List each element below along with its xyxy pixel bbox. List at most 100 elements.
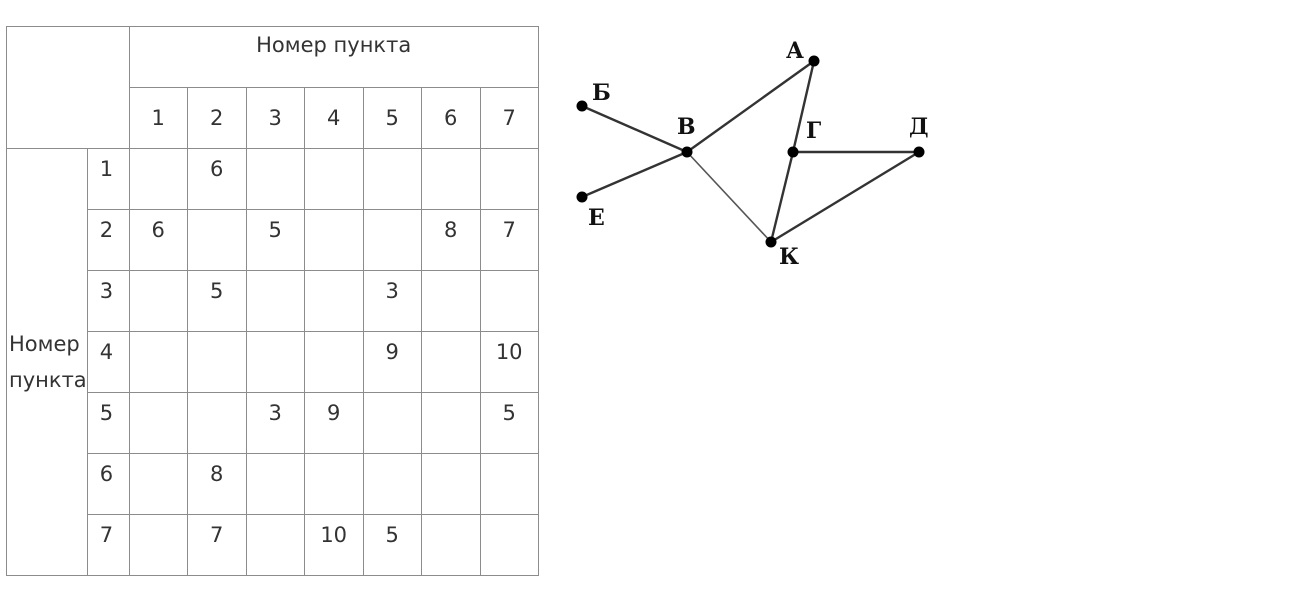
graph-edge	[581, 104, 688, 154]
distance-cell: 5	[479, 392, 539, 454]
distance-cell	[186, 392, 247, 454]
distance-cell	[186, 209, 247, 271]
distance-cell	[245, 331, 305, 393]
distance-cell	[420, 392, 481, 454]
graph-node	[808, 55, 820, 67]
distance-cell	[303, 270, 364, 332]
distance-cell	[479, 148, 539, 210]
graph-node	[913, 146, 925, 158]
distance-cell	[245, 148, 305, 210]
distance-cell: 10	[303, 514, 364, 576]
distance-cell: 6	[186, 148, 247, 210]
distance-cell	[128, 331, 188, 393]
row-number: 5	[86, 392, 130, 454]
distance-cell	[303, 209, 364, 271]
graph-labels: А Б В Г Д Е К	[588, 38, 929, 270]
graph-edge	[769, 151, 795, 243]
graph-nodes	[576, 55, 925, 248]
graph-node-label: К	[779, 244, 799, 270]
header-row: Номер пункта	[6, 26, 539, 149]
graph-node	[681, 146, 693, 158]
distance-cell: 6	[128, 209, 188, 271]
distance-cell	[479, 270, 539, 332]
column-number: 6	[420, 87, 481, 149]
distance-cell	[128, 514, 188, 576]
distance-cell: 5	[186, 270, 247, 332]
distance-cell: 7	[479, 209, 539, 271]
row-number: 1	[86, 148, 130, 210]
graph-node-label: Д	[909, 114, 929, 140]
row-number: 3	[86, 270, 130, 332]
row-number: 6	[86, 453, 130, 515]
graph-node-label: В	[677, 114, 696, 140]
column-header: Номер пункта	[128, 26, 539, 88]
distance-cell	[420, 453, 481, 515]
row-header-line: Номер	[9, 332, 80, 356]
distance-cell	[420, 331, 481, 393]
distance-cell	[245, 270, 305, 332]
distance-cell: 8	[420, 209, 481, 271]
column-number: 5	[362, 87, 422, 149]
distance-cell	[420, 514, 481, 576]
distance-cell: 5	[362, 514, 422, 576]
column-number: 2	[186, 87, 247, 149]
distance-cell	[245, 453, 305, 515]
row-number: 2	[86, 209, 130, 271]
column-number: 7	[479, 87, 539, 149]
distance-cell	[128, 270, 188, 332]
graph-edge	[770, 150, 920, 244]
distance-cell: 9	[303, 392, 364, 454]
graph-node	[576, 191, 588, 203]
graph-node	[765, 236, 777, 248]
distance-cell	[128, 148, 188, 210]
distance-cell	[245, 514, 305, 576]
graph-edge	[686, 151, 772, 243]
distance-cell	[420, 148, 481, 210]
graph-edge	[581, 150, 688, 199]
distance-cell: 10	[479, 331, 539, 393]
distance-cell: 5	[245, 209, 305, 271]
distance-cell	[128, 392, 188, 454]
graph-edges	[581, 60, 920, 244]
table-row: 4 9 10	[7, 331, 539, 393]
distance-cell	[303, 148, 364, 210]
distance-cell: 3	[362, 270, 422, 332]
graph-node-label: Е	[588, 205, 605, 231]
graph-edge	[686, 60, 815, 153]
distance-cell	[128, 453, 188, 515]
row-number: 4	[86, 331, 130, 393]
distance-cell: 7	[186, 514, 247, 576]
graph-node-label: Б	[592, 80, 611, 106]
distance-cell	[479, 453, 539, 515]
distance-cell	[362, 209, 422, 271]
distance-cell	[186, 331, 247, 393]
graph-node	[787, 146, 799, 158]
graph-edge	[791, 60, 816, 153]
column-number: 1	[128, 87, 188, 149]
road-graph: А Б В Г Д Е К	[576, 38, 929, 270]
row-header: Номер пункта	[6, 148, 88, 576]
column-number: 3	[245, 87, 305, 149]
graph-node-label: Г	[806, 118, 821, 144]
distance-cell	[362, 392, 422, 454]
graph-node-label: А	[786, 38, 804, 64]
corner-cell	[6, 26, 130, 149]
row-number: 7	[86, 514, 130, 576]
row-header-line: пункта	[9, 368, 87, 392]
graph-node	[576, 100, 588, 112]
distance-cell	[303, 453, 364, 515]
distance-cell	[303, 331, 364, 393]
column-number: 4	[303, 87, 364, 149]
distance-cell	[420, 270, 481, 332]
distance-cell: 9	[362, 331, 422, 393]
distance-cell: 8	[186, 453, 247, 515]
distance-cell	[362, 453, 422, 515]
